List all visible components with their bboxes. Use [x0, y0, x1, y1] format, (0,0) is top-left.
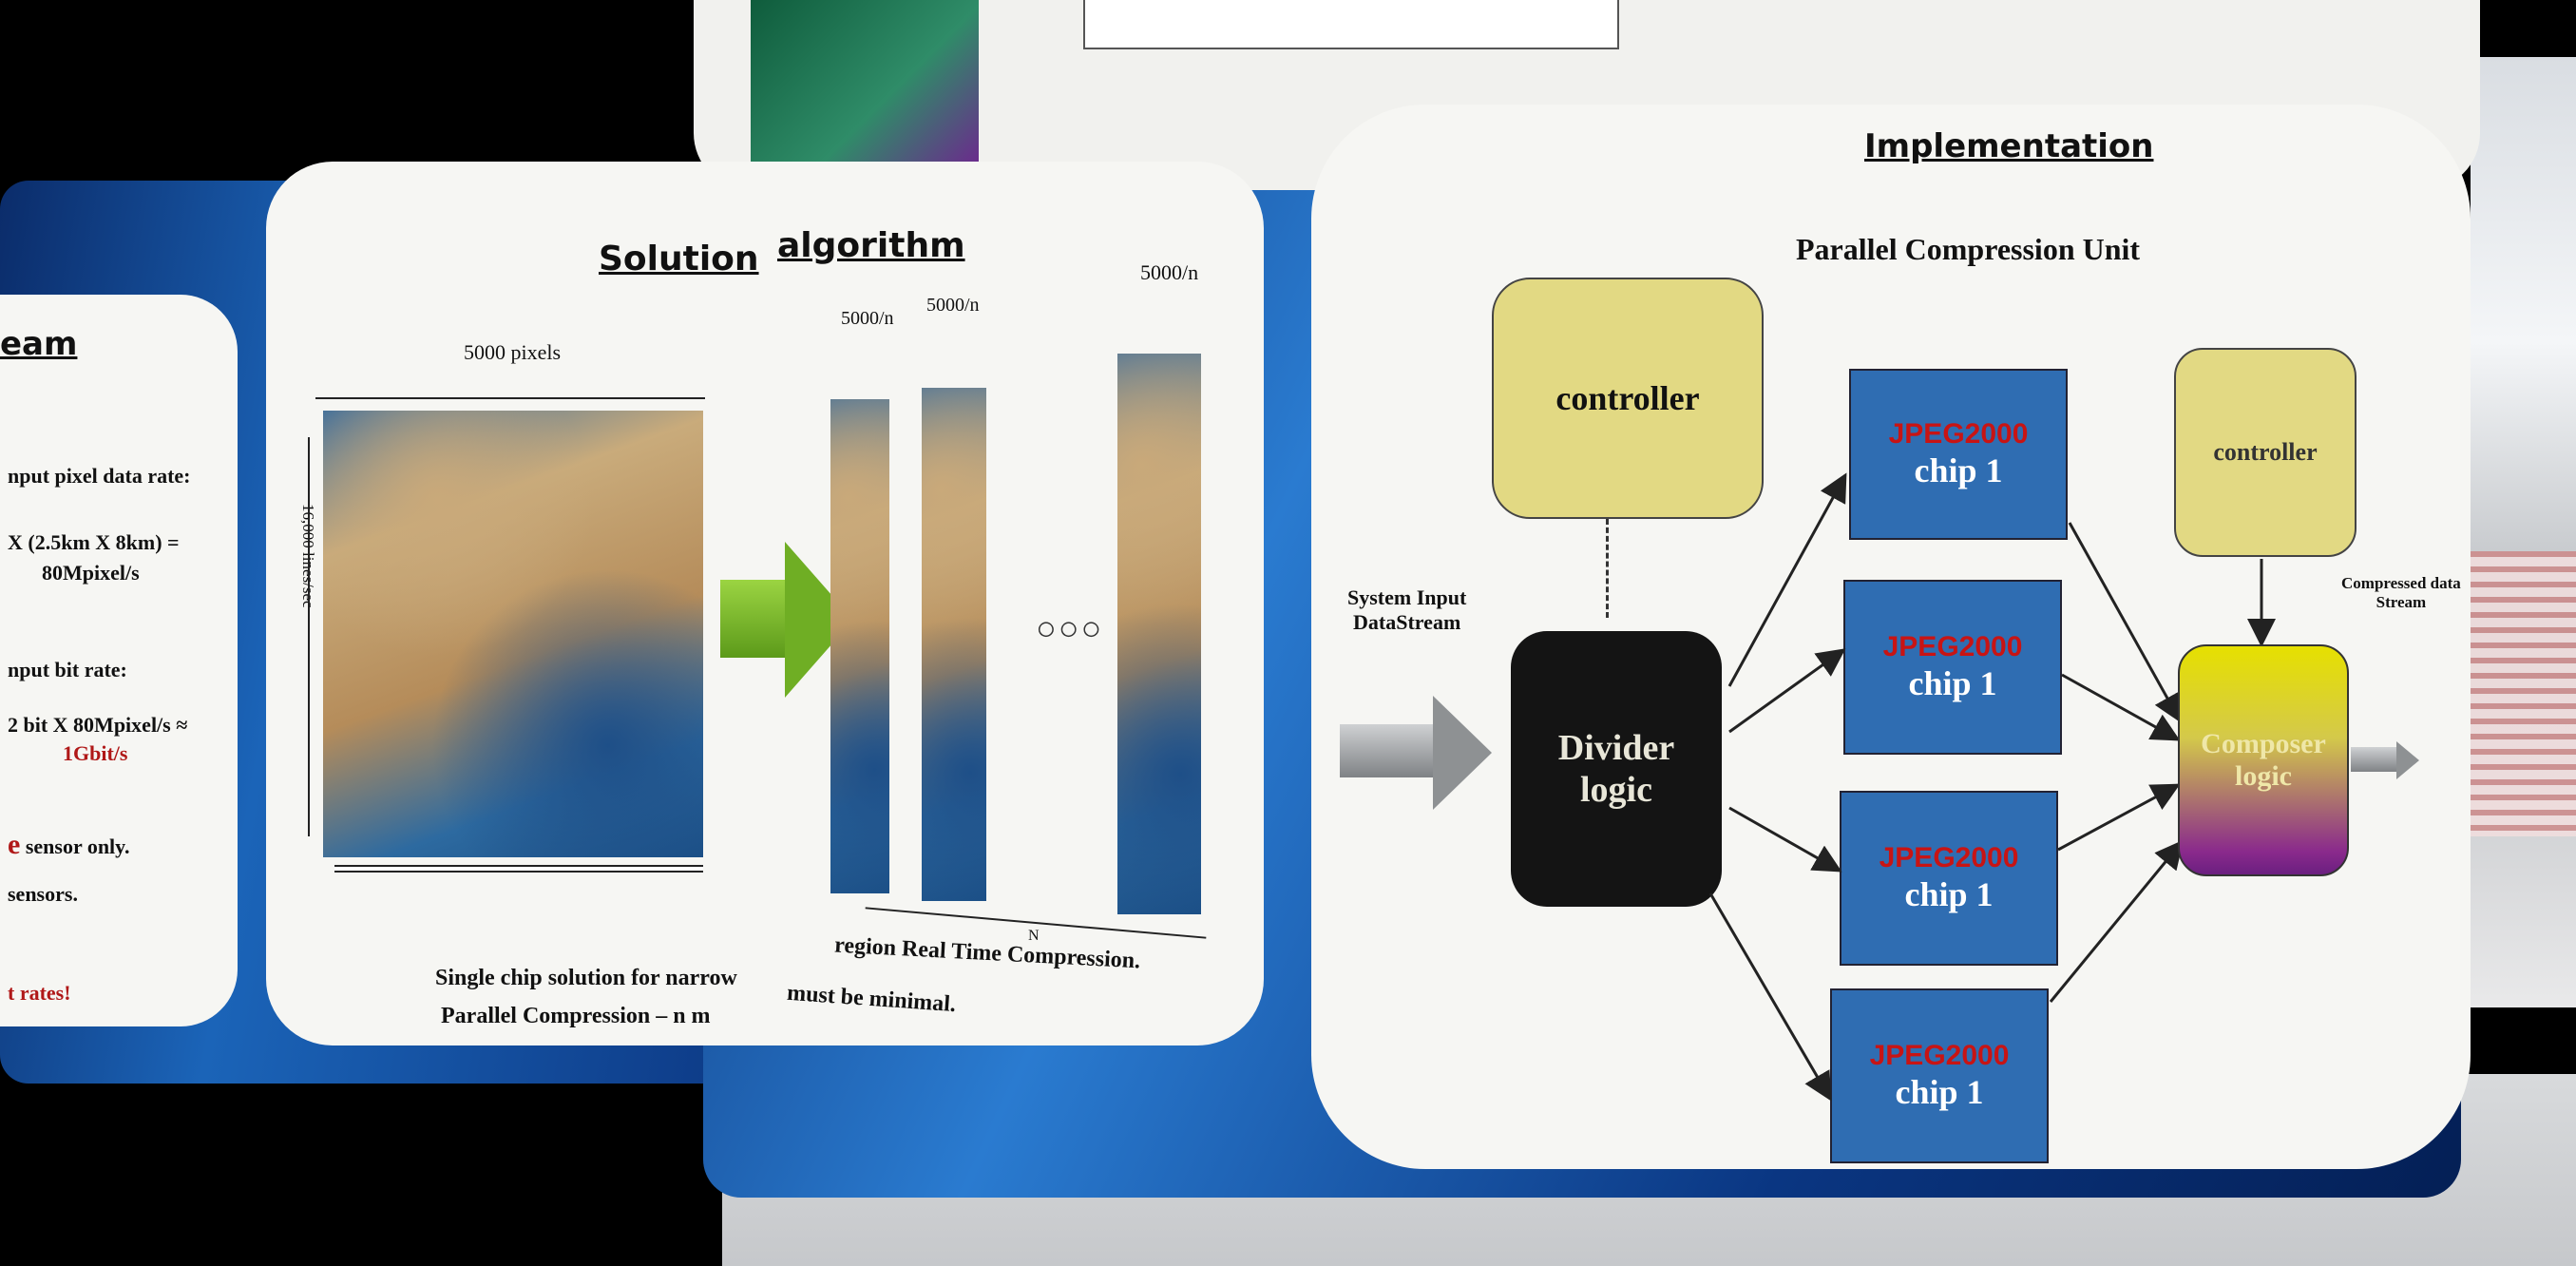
divider-logic-box: Divider logic [1511, 631, 1722, 907]
strip-label-1: 5000/n [841, 308, 894, 329]
output-label: Compressed data Stream [2341, 574, 2461, 612]
strip-label-3: 5000/n [1140, 260, 1199, 284]
jpeg2000-chip-4: JPEG2000 chip 1 [1830, 988, 2049, 1163]
green-arrow-icon [720, 580, 787, 658]
width-arrow [315, 397, 705, 399]
earth-satellite-image [323, 411, 703, 857]
output-arrow-head-icon [2396, 741, 2419, 779]
left-panel-heading: eam [0, 325, 78, 363]
output-arrow-icon [2351, 747, 2398, 772]
chip-3-brand: JPEG2000 [1879, 842, 2019, 873]
input-label-line-2: DataStream [1353, 610, 1461, 634]
implementation-panel: Implementation Parallel Compression Unit… [1311, 105, 2471, 1169]
composer-logic-box: Composer logic [2178, 644, 2349, 876]
top-dashed-box [1083, 0, 1619, 49]
caption-line-2: Parallel Compression – n m [441, 1004, 711, 1028]
output-label-line-1: Compressed data [2341, 574, 2461, 592]
chip-3-name: chip 1 [1904, 875, 1994, 913]
chip-2-brand: JPEG2000 [1882, 631, 2023, 662]
input-arrow-head-icon [1433, 696, 1492, 810]
composer-line-1: Composer [2201, 728, 2326, 759]
implementation-subtitle: Parallel Compression Unit [1796, 232, 2141, 266]
chip-1-name: chip 1 [1914, 451, 2003, 489]
width-label: 5000 pixels [464, 340, 562, 364]
jpeg2000-chip-3: JPEG2000 chip 1 [1840, 791, 2058, 966]
caption-line-1b: region Real Time Compression. [833, 932, 1141, 974]
input-arrow-icon [1340, 724, 1435, 777]
left-text-2: X (2.5km X 8km) = [8, 530, 180, 554]
caption-line-1: Single chip solution for narrow [435, 966, 737, 990]
left-text-6: 1Gbit/s [63, 741, 128, 765]
image-strip-n [1117, 354, 1201, 914]
chip-2-name: chip 1 [1908, 664, 1997, 702]
implementation-title: Implementation [1864, 127, 2154, 165]
controller-box: controller [1492, 278, 1764, 519]
jpeg2000-chip-1: JPEG2000 chip 1 [1849, 369, 2068, 540]
input-label-line-1: System Input [1347, 585, 1467, 609]
left-text-5: 2 bit X 80Mpixel/s ≈ [8, 713, 188, 737]
chip-1-brand: JPEG2000 [1888, 418, 2029, 450]
image-strip-2 [922, 388, 986, 901]
solution-panel: Solution algorithm 5000 pixels 16,000 li… [266, 162, 1264, 1045]
background-wall [2471, 57, 2576, 1007]
strip-ellipsis: ○○○ [1036, 609, 1104, 647]
controller2-label: controller [2213, 438, 2318, 466]
controller-label: controller [1555, 379, 1700, 417]
input-label: System Input DataStream [1347, 585, 1466, 635]
divider-line-2: logic [1580, 770, 1652, 810]
left-text-4: nput bit rate: [8, 658, 127, 681]
left-text-9: t rates! [8, 981, 71, 1005]
n-label: N [1028, 928, 1040, 944]
top-satellite-image [751, 0, 979, 162]
window-blinds [2471, 551, 2576, 836]
composer-line-2: logic [2235, 760, 2292, 792]
solution-title-a: Solution [599, 240, 759, 278]
output-label-line-2: Stream [2376, 593, 2427, 611]
connection-arrows [1708, 472, 2276, 1102]
left-text-3: 80Mpixel/s [42, 561, 140, 585]
left-text-7-rest: sensor only. [25, 834, 130, 858]
controller-link [1606, 519, 1609, 618]
left-text-7-red: e [8, 829, 21, 860]
height-arrow [308, 437, 310, 836]
solution-title-b: algorithm [777, 226, 965, 265]
left-text-1: nput pixel data rate: [8, 464, 191, 488]
divider-line-1: Divider [1557, 728, 1675, 768]
left-panel: eam nput pixel data rate: X (2.5km X 8km… [0, 295, 238, 1026]
caption-line-2b: must be minimal. [786, 980, 957, 1018]
left-text-8: sensors. [8, 882, 78, 906]
jpeg2000-chip-2: JPEG2000 chip 1 [1843, 580, 2062, 755]
left-text-7: e sensor only. [8, 829, 129, 861]
image-strip-1 [830, 399, 889, 893]
scan-lines [334, 865, 703, 873]
strip-label-2: 5000/n [926, 295, 980, 316]
chip-4-name: chip 1 [1895, 1073, 1984, 1111]
controller-box-2: controller [2174, 348, 2357, 557]
chip-4-brand: JPEG2000 [1869, 1040, 2010, 1071]
